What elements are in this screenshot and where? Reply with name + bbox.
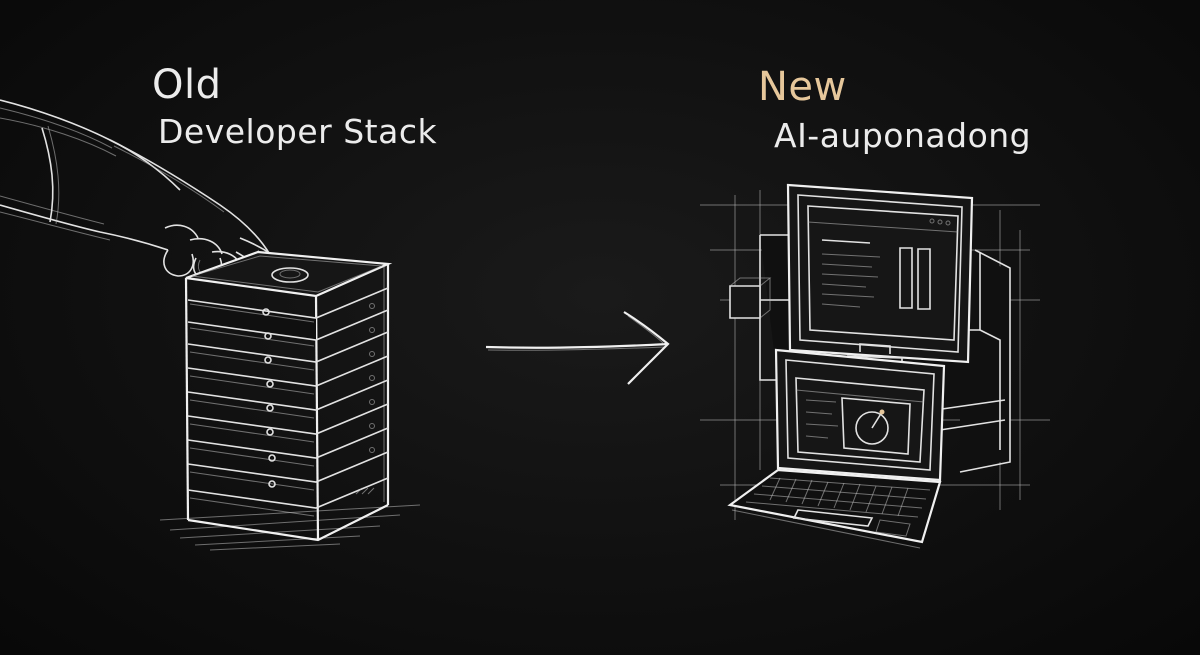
old-subtitle: Developer Stack (158, 112, 438, 151)
new-title: New (758, 64, 847, 110)
server-stack-icon (159, 250, 421, 551)
old-title: Old (152, 62, 222, 108)
server-drive-slots (187, 287, 389, 517)
monitor-laptop-icon (700, 183, 1050, 549)
new-subtitle: AI-auponadong (774, 116, 1032, 155)
arrow-right-icon (485, 311, 670, 385)
